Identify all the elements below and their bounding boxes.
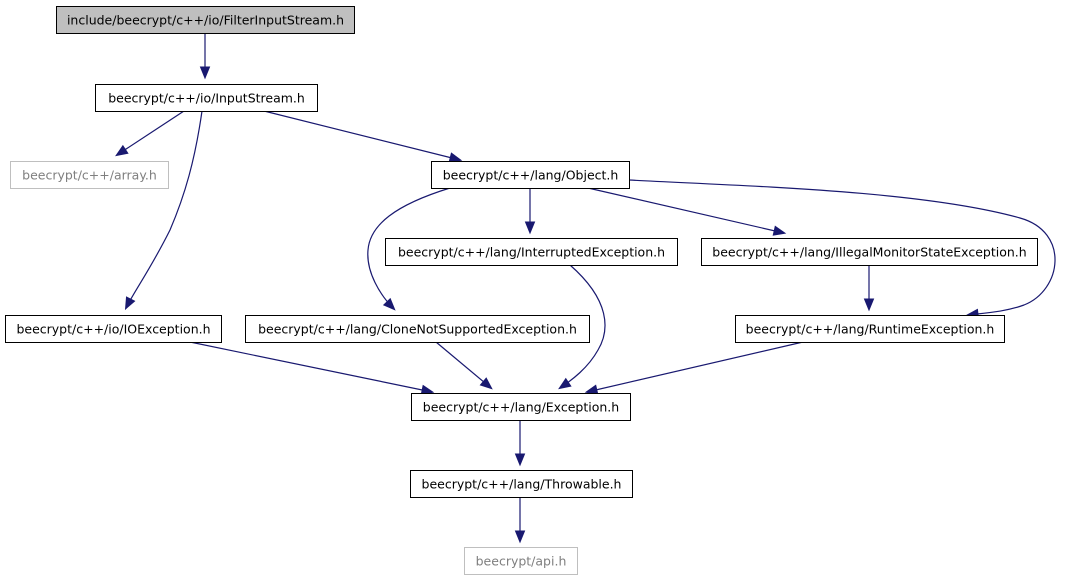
node-inputstream[interactable]: beecrypt/c++/io/InputStream.h — [95, 84, 318, 112]
node-ioexception[interactable]: beecrypt/c++/io/IOException.h — [5, 315, 222, 343]
node-box-object — [431, 161, 630, 189]
edge-clonenotsupported-to-exception-arrowhead — [479, 377, 493, 390]
edge-interrupted-to-exception — [559, 264, 606, 389]
node-label-illegalmonitor: beecrypt/c++/lang/IllegalMonitorStateExc… — [712, 245, 1026, 260]
edge-illegalmonitor-to-runtime-arrowhead — [863, 298, 875, 312]
edge-object-to-illegalmonitor — [587, 187, 785, 234]
node-filterinputstream[interactable]: include/beecrypt/c++/io/FilterInputStrea… — [56, 6, 355, 34]
node-label-exception: beecrypt/c++/lang/Exception.h — [423, 400, 619, 415]
edge-inputstream-to-array — [116, 110, 185, 156]
edge-exception-to-throwable-arrowhead — [514, 453, 526, 467]
node-label-interrupted: beecrypt/c++/lang/InterruptedException.h — [398, 245, 665, 260]
edge-clonenotsupported-to-exception — [435, 341, 492, 389]
nodes-layer: include/beecrypt/c++/io/FilterInputStrea… — [5, 6, 1038, 575]
node-box-illegalmonitor — [701, 238, 1038, 266]
node-label-filterinputstream: include/beecrypt/c++/io/FilterInputStrea… — [67, 13, 344, 28]
node-box-ioexception — [5, 315, 222, 343]
node-label-inputstream: beecrypt/c++/io/InputStream.h — [108, 91, 305, 106]
node-box-interrupted — [385, 238, 678, 266]
node-interrupted[interactable]: beecrypt/c++/lang/InterruptedException.h — [385, 238, 678, 266]
edge-interrupted-to-exception-arrowhead — [558, 377, 572, 390]
node-label-ioexception: beecrypt/c++/io/IOException.h — [16, 322, 210, 337]
node-label-clonenotsupported: beecrypt/c++/lang/CloneNotSupportedExcep… — [258, 322, 577, 337]
edge-inputstream-to-ioexception — [125, 110, 203, 309]
node-label-runtime: beecrypt/c++/lang/RuntimeException.h — [746, 322, 995, 337]
edge-inputstream-to-object — [263, 110, 461, 161]
edge-throwable-to-api-arrowhead — [514, 530, 526, 544]
edge-object-to-runtime — [628, 179, 1056, 316]
node-api: beecrypt/api.h — [464, 547, 578, 575]
node-box-inputstream — [95, 84, 318, 112]
node-box-throwable — [410, 470, 633, 498]
node-box-api — [464, 547, 578, 575]
node-exception[interactable]: beecrypt/c++/lang/Exception.h — [411, 393, 631, 421]
node-label-api: beecrypt/api.h — [476, 554, 567, 569]
node-box-exception — [411, 393, 631, 421]
edge-object-to-clonenotsupported-arrowhead — [382, 297, 396, 311]
node-box-filterinputstream — [56, 6, 355, 34]
node-box-array — [10, 161, 169, 189]
node-illegalmonitor[interactable]: beecrypt/c++/lang/IllegalMonitorStateExc… — [701, 238, 1038, 266]
edge-object-to-illegalmonitor-arrowhead — [772, 225, 787, 236]
node-box-clonenotsupported — [245, 315, 590, 343]
node-object[interactable]: beecrypt/c++/lang/Object.h — [431, 161, 630, 189]
edges-layer — [115, 33, 1056, 544]
node-label-throwable: beecrypt/c++/lang/Throwable.h — [422, 477, 622, 492]
edge-object-to-clonenotsupported — [367, 187, 451, 310]
node-label-object: beecrypt/c++/lang/Object.h — [443, 168, 619, 183]
edge-ioexception-to-exception — [189, 341, 433, 393]
node-array: beecrypt/c++/array.h — [10, 161, 169, 189]
edge-runtime-to-exception-arrowhead — [584, 384, 599, 395]
node-label-array: beecrypt/c++/array.h — [22, 168, 157, 183]
node-clonenotsupported[interactable]: beecrypt/c++/lang/CloneNotSupportedExcep… — [245, 315, 590, 343]
edge-filterinputstream-to-inputstream-arrowhead — [199, 66, 211, 80]
edge-inputstream-to-array-arrowhead — [115, 144, 129, 157]
edge-object-to-interrupted-arrowhead — [524, 221, 536, 235]
node-box-runtime — [735, 315, 1005, 343]
edge-inputstream-to-ioexception-arrowhead — [124, 296, 136, 311]
node-runtime[interactable]: beecrypt/c++/lang/RuntimeException.h — [735, 315, 1005, 343]
edge-runtime-to-exception — [586, 341, 804, 393]
edge-inputstream-to-object-arrowhead — [448, 152, 463, 163]
node-throwable[interactable]: beecrypt/c++/lang/Throwable.h — [410, 470, 633, 498]
